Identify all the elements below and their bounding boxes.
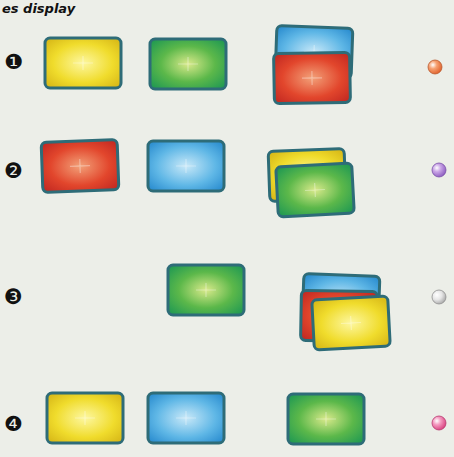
red-card (274, 52, 351, 103)
red-card (41, 140, 119, 193)
callout-number: ❹ (4, 414, 23, 435)
pink-gem (432, 416, 446, 430)
green-card (288, 394, 364, 444)
green-card (168, 265, 244, 315)
purple-gem (432, 163, 446, 177)
blue-card (148, 141, 224, 191)
blue-card (148, 393, 224, 443)
yellow-card (45, 38, 121, 88)
section-title: es display (2, 2, 75, 15)
green-card (276, 163, 355, 217)
orange-gem (428, 60, 442, 74)
green-card (150, 39, 226, 89)
yellow-card (47, 393, 123, 443)
yellow-card (312, 296, 391, 350)
callout-number: ❷ (4, 161, 23, 182)
callout-number: ❶ (4, 52, 23, 73)
callout-number: ❸ (4, 287, 23, 308)
white-gem (432, 290, 446, 304)
